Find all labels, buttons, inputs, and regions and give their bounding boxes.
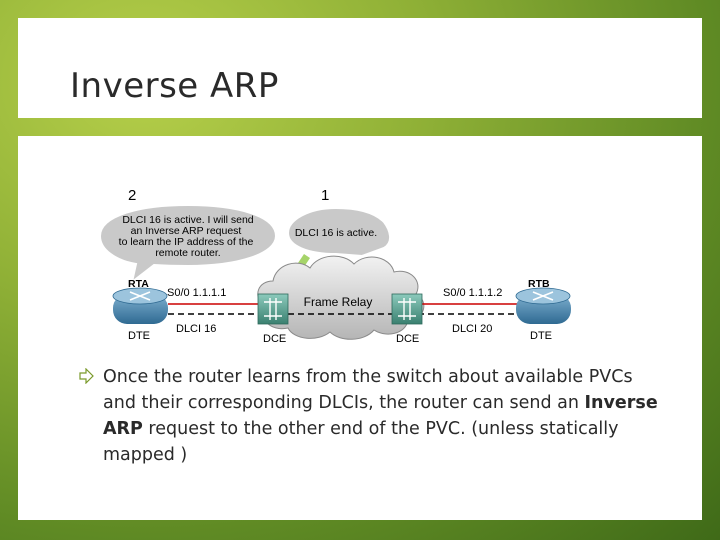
switch-left-role: DCE	[263, 333, 286, 345]
router-rta-icon	[112, 287, 168, 324]
title-panel: Inverse ARP	[18, 18, 702, 118]
dlci-left-label: DLCI 16	[176, 323, 216, 335]
bullet-text: Once the router learns from the switch a…	[103, 364, 663, 468]
arrow-bullet-icon	[79, 368, 94, 384]
bubble-left-line-4: remote router.	[155, 247, 220, 259]
interface-right-label: S0/0 1.1.1.2	[443, 287, 502, 299]
switch-right-icon	[391, 293, 423, 325]
speech-bubble-left: DLCI 16 is active. I will send an Invers…	[98, 203, 278, 285]
bubble-right-text: DLCI 16 is active.	[295, 227, 377, 239]
dlci-right-label: DLCI 20	[452, 323, 492, 335]
frame-relay-diagram: 2 1 DLCI 16 is active. I will send an In…	[98, 187, 571, 345]
bubble-left-line-1: DLCI 16 is active. I will send	[122, 214, 253, 226]
router-left-role: DTE	[128, 330, 150, 342]
bubble-left-line-3: to learn the IP address of the	[119, 236, 254, 248]
router-right-role: DTE	[530, 330, 552, 342]
frame-relay-cloud: Frame Relay	[257, 255, 425, 340]
router-left-name: RTA	[128, 278, 149, 290]
step-number-1: 1	[321, 187, 329, 204]
router-rtb-icon	[515, 287, 571, 324]
switch-left-icon	[257, 293, 289, 325]
bullet-text-bold: Inverse ARP	[103, 393, 658, 439]
router-right-name: RTB	[528, 278, 550, 290]
interface-left-label: S0/0 1.1.1.1	[167, 287, 226, 299]
content-panel: 2 1 DLCI 16 is active. I will send an In…	[18, 136, 702, 520]
cloud-label: Frame Relay	[304, 295, 373, 309]
step-number-2: 2	[128, 187, 136, 204]
bubble-left-line-2: an Inverse ARP request	[131, 225, 242, 237]
bullet-text-after: request to the other end of the PVC. (un…	[103, 419, 619, 465]
bullet-text-before: Once the router learns from the switch a…	[103, 367, 633, 413]
speech-bubble-right: DLCI 16 is active.	[286, 206, 391, 258]
switch-right-role: DCE	[396, 333, 419, 345]
slide-title: Inverse ARP	[70, 66, 279, 106]
